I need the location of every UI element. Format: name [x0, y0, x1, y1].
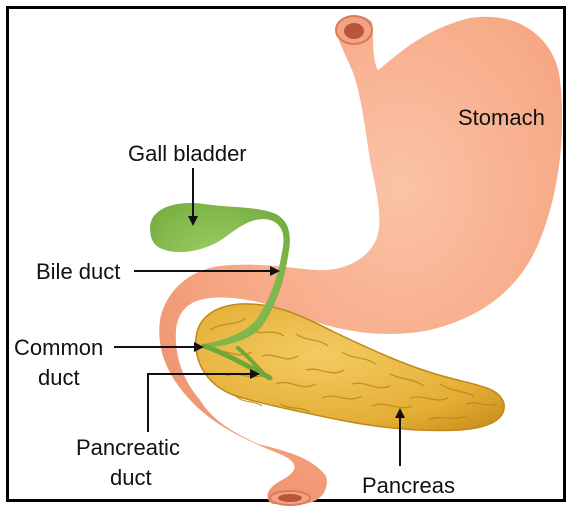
common-duct-label-line2: duct — [38, 366, 80, 390]
gall-bladder-label: Gall bladder — [128, 142, 247, 166]
common-duct-label-line1: Common — [14, 336, 103, 360]
bile-duct-label: Bile duct — [36, 260, 120, 284]
pancreatic-duct-label-line2: duct — [110, 466, 152, 490]
pancreas-label: Pancreas — [362, 474, 455, 498]
stomach-label: Stomach — [458, 106, 545, 130]
pancreatic-duct-label-line1: Pancreatic — [76, 436, 180, 460]
stomach-shape — [159, 16, 562, 505]
